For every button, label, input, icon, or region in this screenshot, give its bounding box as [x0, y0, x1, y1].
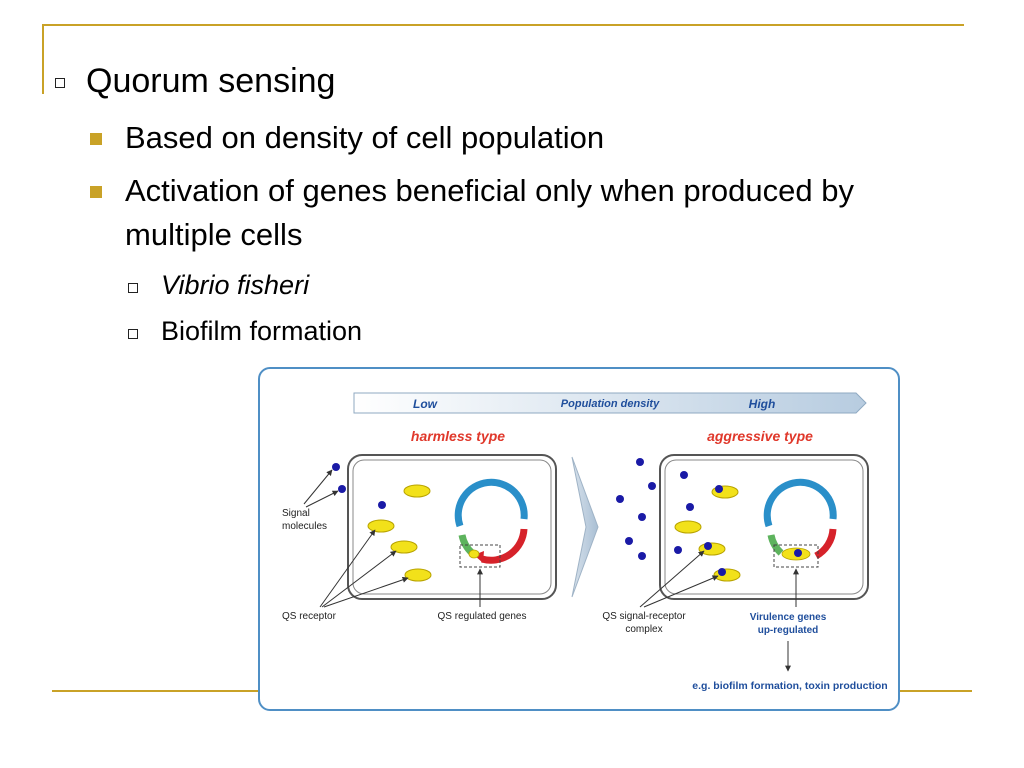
qs-complex-label-line1: QS signal-receptor	[602, 611, 686, 622]
bullet-biofilm: Biofilm formation	[161, 316, 363, 346]
signal-molecule-dot	[616, 495, 624, 503]
right-plasmid	[763, 478, 837, 568]
qs-complex-signal-dot	[715, 485, 723, 493]
outcome-example-label: e.g. biofilm formation, toxin production	[692, 680, 887, 692]
transition-chevron	[571, 456, 599, 598]
right-cell-inner	[664, 459, 864, 595]
density-high-label: High	[749, 397, 776, 411]
left-cell-inner	[352, 459, 552, 595]
signal-pointer-line	[303, 469, 333, 505]
left-plasmid	[454, 478, 528, 568]
virulence-label-line1: Virulence genes	[750, 612, 827, 623]
signal-label-line1: Signal	[282, 508, 310, 519]
qs-complex-shape	[674, 520, 702, 534]
filled-square-bullet-icon	[90, 186, 102, 198]
open-square-bullet-icon	[55, 78, 65, 88]
quorum-sensing-figure: Low Population density High harmless typ…	[258, 367, 900, 711]
receptor-pointer-line	[319, 529, 376, 608]
qs-complex-shape	[698, 542, 726, 556]
signal-molecule-dot	[638, 552, 646, 560]
density-low-label: Low	[413, 397, 438, 411]
open-square-bullet-icon	[128, 283, 138, 293]
receptor-pointer-line	[321, 550, 397, 608]
signal-molecule-dot	[625, 537, 633, 545]
qs-complex-signal-dot	[704, 542, 712, 550]
qs-genes-label: QS regulated genes	[438, 611, 527, 622]
qs-receptor-shape	[390, 540, 418, 554]
bullet-vibrio-fisheri: Vibrio fisheri	[161, 270, 310, 300]
aggressive-type-title: aggressive type	[707, 428, 813, 444]
qs-complex-shape	[713, 568, 741, 582]
signal-label-line2: molecules	[282, 521, 327, 532]
signal-molecule-dot	[338, 485, 346, 493]
bullet-density: Based on density of cell population	[125, 120, 605, 155]
qs-complex-signal-dot	[718, 568, 726, 576]
bullet-activation: Activation of genes beneficial only when…	[125, 173, 854, 208]
qs-receptor-label: QS receptor	[282, 611, 337, 622]
left-cell-outer	[347, 454, 557, 600]
top-rule	[42, 24, 964, 26]
qs-receptor-shape	[403, 484, 431, 498]
signal-molecule-dot	[680, 471, 688, 479]
qs-receptor-shape	[367, 519, 395, 533]
figure-svg: Low Population density High harmless typ…	[282, 392, 888, 692]
signal-molecule-dot	[332, 463, 340, 471]
virulence-label-line2: up-regulated	[758, 625, 819, 636]
receptor-pointer-line	[323, 576, 409, 608]
complex-pointer-line	[643, 575, 719, 608]
signal-molecule-dot	[378, 501, 386, 509]
complex-pointer-line	[639, 550, 705, 608]
signal-molecule-dot	[648, 482, 656, 490]
signal-pointer-line	[305, 490, 339, 508]
density-arrow-bar	[353, 392, 867, 414]
qs-receptor-shape	[404, 568, 432, 582]
bullet-quorum-sensing: Quorum sensing	[86, 62, 336, 100]
signal-molecule-dot	[636, 458, 644, 466]
qs-complex-label-line2: complex	[625, 624, 662, 635]
open-square-bullet-icon	[128, 329, 138, 339]
harmless-type-title: harmless type	[411, 428, 505, 444]
density-axis-label: Population density	[561, 398, 660, 410]
bullet-activation-cont: multiple cells	[125, 217, 303, 252]
signal-molecule-dot	[674, 546, 682, 554]
filled-square-bullet-icon	[90, 133, 102, 145]
signal-molecule-dot	[686, 503, 694, 511]
signal-molecule-dot	[638, 513, 646, 521]
left-rule	[42, 24, 44, 94]
